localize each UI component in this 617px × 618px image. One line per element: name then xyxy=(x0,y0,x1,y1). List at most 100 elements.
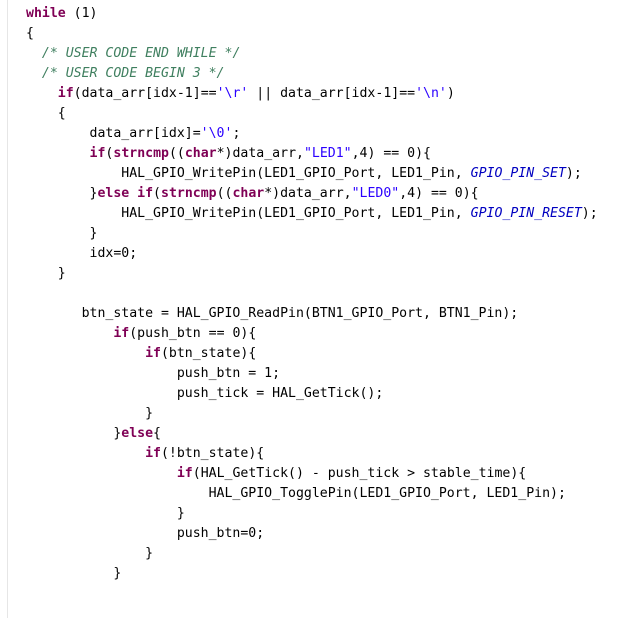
code-text-token: { xyxy=(153,426,161,441)
code-text-token xyxy=(26,146,90,161)
string-literal-token: "LED1" xyxy=(303,146,352,161)
code-text-token: { xyxy=(26,26,34,41)
code-text-token: ( xyxy=(153,186,161,201)
code-text-token xyxy=(26,346,145,361)
code-text-token xyxy=(26,466,177,481)
code-line[interactable]: push_tick = HAL_GetTick(); xyxy=(26,384,598,404)
code-line[interactable]: HAL_GPIO_TogglePin(LED1_GPIO_Port, LED1_… xyxy=(26,484,598,504)
code-line[interactable]: { xyxy=(26,104,598,124)
code-line[interactable]: /* USER CODE END WHILE */ xyxy=(26,44,598,64)
code-line[interactable]: HAL_GPIO_WritePin(LED1_GPIO_Port, LED1_P… xyxy=(26,204,598,224)
code-text-token xyxy=(26,66,42,81)
code-line[interactable]: }else{ xyxy=(26,424,598,444)
code-line[interactable]: } xyxy=(26,224,598,244)
constant-token: GPIO_PIN_SET xyxy=(470,166,566,181)
code-line[interactable]: if(btn_state){ xyxy=(26,344,598,364)
code-text-token: push_btn = 1; xyxy=(26,366,281,381)
code-text-token: } xyxy=(26,406,154,421)
code-text-token: HAL_GPIO_WritePin(LED1_GPIO_Port, LED1_P… xyxy=(26,166,471,181)
comment-token: /* USER CODE END WHILE */ xyxy=(41,46,241,61)
code-text-token xyxy=(26,326,113,341)
string-literal-token: '\0' xyxy=(200,126,233,141)
code-text-token: (1) xyxy=(65,6,98,21)
code-line[interactable]: } xyxy=(26,564,598,584)
code-text-token: ( xyxy=(105,146,114,161)
code-text-token: } xyxy=(26,186,98,201)
code-text-token: idx=0; xyxy=(26,246,138,261)
code-text-token: *)data_arr, xyxy=(264,186,352,201)
code-text-token: || data_arr[idx-1]== xyxy=(248,86,416,101)
code-line[interactable]: HAL_GPIO_WritePin(LED1_GPIO_Port, LED1_P… xyxy=(26,164,598,184)
code-text-token: ) xyxy=(446,86,455,101)
code-text-area[interactable]: while (1) { /* USER CODE END WHILE */ /* … xyxy=(26,4,598,584)
comment-token: /* USER CODE BEGIN 3 */ xyxy=(41,66,225,81)
code-text-token: } xyxy=(26,546,154,561)
code-text-token: (!btn_state){ xyxy=(160,446,265,461)
code-text-token: } xyxy=(26,566,122,581)
code-line[interactable]: } xyxy=(26,544,598,564)
code-line[interactable]: if(data_arr[idx-1]=='\r' || data_arr[idx… xyxy=(26,84,598,104)
keyword-token: if xyxy=(176,466,193,481)
string-literal-token: "LED0" xyxy=(351,186,400,201)
keyword-token: if xyxy=(145,446,161,461)
code-line[interactable]: if(push_btn == 0){ xyxy=(26,324,598,344)
code-line[interactable]: } xyxy=(26,404,598,424)
code-text-token xyxy=(26,446,145,461)
code-line[interactable]: } xyxy=(26,504,598,524)
code-line[interactable]: idx=0; xyxy=(26,244,598,264)
code-line[interactable]: if(!btn_state){ xyxy=(26,444,598,464)
code-text-token: btn_state = HAL_GPIO_ReadPin(BTN1_GPIO_P… xyxy=(26,306,519,321)
code-text-token: { xyxy=(26,106,66,121)
code-text-token: } xyxy=(26,266,66,281)
code-line[interactable]: if(HAL_GetTick() - push_tick > stable_ti… xyxy=(26,464,598,484)
code-line[interactable]: { xyxy=(26,24,598,44)
keyword-token: if xyxy=(57,86,74,101)
code-line[interactable]: /* USER CODE BEGIN 3 */ xyxy=(26,64,598,84)
keyword-token: if xyxy=(113,326,130,341)
code-text-token: HAL_GPIO_TogglePin(LED1_GPIO_Port, LED1_… xyxy=(26,486,566,501)
code-text-token: (HAL_GetTick() - push_tick > stable_time… xyxy=(192,466,527,481)
keyword-token: while xyxy=(26,6,66,21)
code-text-token xyxy=(26,46,42,61)
keyword-token: if xyxy=(145,346,161,361)
code-text-token: HAL_GPIO_WritePin(LED1_GPIO_Port, LED1_P… xyxy=(26,206,471,221)
code-text-token: ; xyxy=(232,126,241,141)
code-text-token: ,4) == 0){ xyxy=(399,186,479,201)
code-text-token: (push_btn == 0){ xyxy=(129,326,257,341)
string-literal-token: '\n' xyxy=(415,86,447,101)
code-text-token: ,4) == 0){ xyxy=(351,146,431,161)
code-text-token: ); xyxy=(581,206,598,221)
keyword-token: strncmp xyxy=(113,146,169,161)
code-text-token: ); xyxy=(565,166,582,181)
editor-left-margin-line xyxy=(7,0,8,618)
code-text-token: push_btn=0; xyxy=(26,526,265,541)
code-text-token: } xyxy=(26,506,185,521)
code-text-token: push_tick = HAL_GetTick(); xyxy=(26,386,384,401)
code-text-token: } xyxy=(26,226,98,241)
code-text-token: (btn_state){ xyxy=(160,346,257,361)
code-text-token: (data_arr[idx-1]== xyxy=(73,86,217,101)
keyword-token: char xyxy=(232,186,265,201)
keyword-token: char xyxy=(184,146,217,161)
constant-token: GPIO_PIN_RESET xyxy=(470,206,582,221)
keyword-token: else if xyxy=(97,186,154,201)
code-text-token: *)data_arr, xyxy=(216,146,304,161)
keyword-token: strncmp xyxy=(161,186,217,201)
keyword-token: if xyxy=(89,146,106,161)
code-text-token xyxy=(26,86,58,101)
code-text-token: } xyxy=(26,426,122,441)
code-line[interactable]: if(strncmp((char*)data_arr,"LED1",4) == … xyxy=(26,144,598,164)
code-line[interactable]: data_arr[idx]='\0'; xyxy=(26,124,598,144)
code-line[interactable]: } xyxy=(26,264,598,284)
code-text-token: data_arr[idx]= xyxy=(26,126,201,141)
code-line[interactable]: push_btn=0; xyxy=(26,524,598,544)
keyword-token: else xyxy=(121,426,154,441)
code-text-token: (( xyxy=(168,146,185,161)
code-line[interactable]: while (1) xyxy=(26,4,598,24)
code-line[interactable]: push_btn = 1; xyxy=(26,364,598,384)
code-line[interactable]: btn_state = HAL_GPIO_ReadPin(BTN1_GPIO_P… xyxy=(26,304,598,324)
string-literal-token: '\r' xyxy=(216,86,249,101)
code-line[interactable]: }else if(strncmp((char*)data_arr,"LED0",… xyxy=(26,184,598,204)
code-line[interactable] xyxy=(26,284,598,304)
